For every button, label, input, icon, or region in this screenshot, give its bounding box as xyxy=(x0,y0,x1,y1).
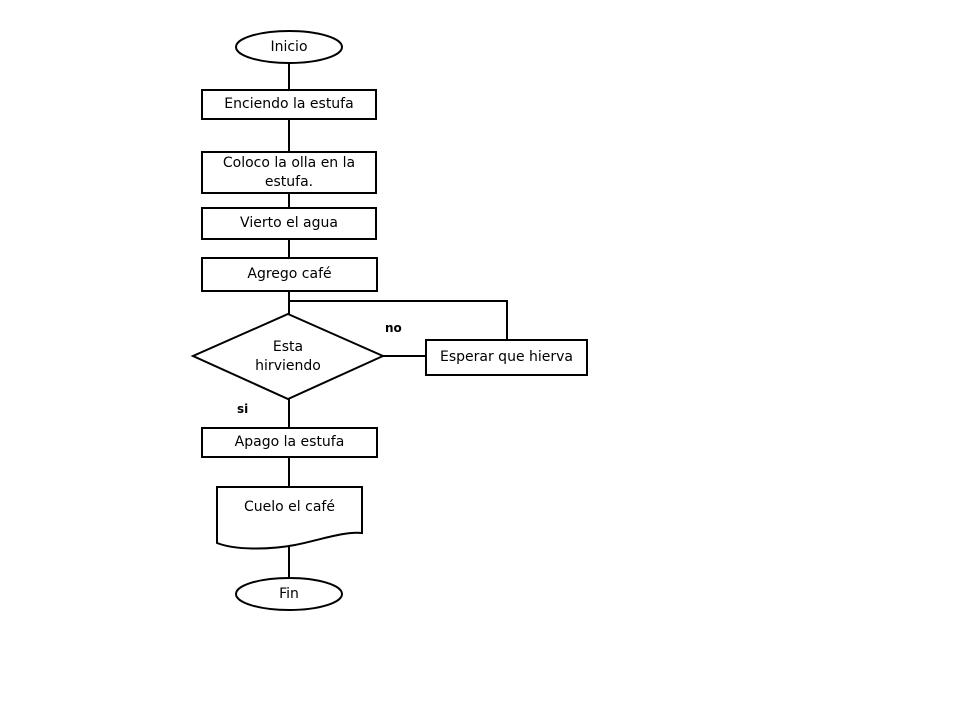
connector-wait-loopback xyxy=(289,300,508,340)
node-label-coloco: Coloco la olla en la estufa. xyxy=(222,154,356,190)
connector-lines xyxy=(288,63,508,579)
process-shape-vierto xyxy=(201,207,377,240)
terminator-end-shape xyxy=(235,577,343,611)
node-label-apago: Apago la estufa xyxy=(234,434,345,451)
node-label-esperar: Esperar que hierva xyxy=(440,349,573,366)
process-shape-enciendo xyxy=(201,89,377,120)
node-label-enciendo: Enciendo la estufa xyxy=(224,96,354,113)
process-shape-agrego xyxy=(201,257,378,292)
node-label-decision: Esta hirviendo xyxy=(255,338,321,374)
decision-diamond-shape xyxy=(190,312,386,401)
branch-label-si: si xyxy=(237,402,249,416)
process-shape-apago xyxy=(201,427,378,458)
node-label-agrego: Agrego café xyxy=(247,266,332,283)
node-label-inicio: Inicio xyxy=(270,38,308,55)
branch-label-no: no xyxy=(385,321,402,335)
node-label-fin: Fin xyxy=(279,585,299,602)
document-shape-cuelo xyxy=(216,486,363,550)
node-label-vierto: Vierto el agua xyxy=(240,215,338,232)
process-shape-esperar xyxy=(425,339,588,376)
terminator-start-shape xyxy=(235,30,343,64)
flowchart-shapes xyxy=(190,30,588,611)
process-shape-coloco xyxy=(201,151,377,194)
node-label-cuelo: Cuelo el café xyxy=(244,498,335,515)
